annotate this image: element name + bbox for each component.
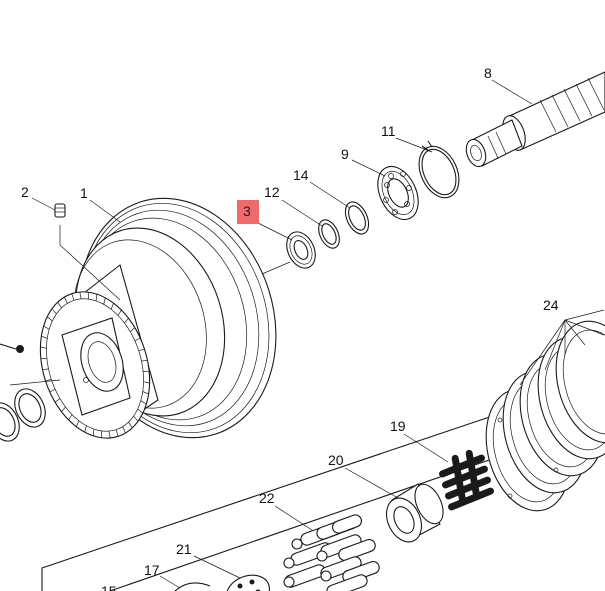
spline-tooth <box>76 420 80 427</box>
part-2-set-screw <box>54 203 66 218</box>
spline-tooth <box>40 346 47 349</box>
part-label-24: 24 <box>543 297 559 313</box>
part-label-8: 8 <box>484 65 492 81</box>
part-label-21: 21 <box>176 541 192 557</box>
spline-tooth <box>134 337 141 342</box>
part-9-ball-bearing <box>377 165 419 221</box>
spline-tooth <box>79 291 82 299</box>
spline-tooth <box>110 303 114 310</box>
part-3-highlight-box <box>237 200 259 224</box>
spline-tooth <box>143 381 150 384</box>
spline-tooth <box>142 391 149 395</box>
spline-tooth <box>54 398 61 403</box>
spline-tooth <box>115 429 119 437</box>
spline-tooth <box>122 426 126 434</box>
spline-tooth <box>42 368 49 371</box>
part-label-20: 20 <box>328 452 344 468</box>
spline-tooth <box>71 293 75 301</box>
spline-tooth <box>95 294 98 301</box>
spline-tooth <box>140 400 147 405</box>
part-labels: 3 1 2 8 9 11 12 14 15 17 19 20 21 22 24 <box>21 65 559 591</box>
spline-tooth <box>141 359 148 362</box>
spline-tooth <box>108 431 111 439</box>
part-22-pins <box>283 514 380 591</box>
part-label-3: 3 <box>243 203 251 219</box>
part-3-seal <box>286 231 316 269</box>
spline-tooth <box>45 378 52 382</box>
spline-tooth <box>46 316 53 322</box>
part-14-ring <box>344 201 370 235</box>
part-17-fragment <box>174 582 211 591</box>
spline-tooth <box>57 301 62 309</box>
spline-tooth <box>137 408 144 414</box>
spline-tooth <box>41 335 48 339</box>
spline-tooth <box>84 425 87 433</box>
spline-tooth <box>51 308 57 315</box>
part-8-shaft <box>465 71 605 168</box>
part-label-11: 11 <box>381 123 396 139</box>
part-21-carrier <box>226 574 270 591</box>
left-rings <box>0 379 61 442</box>
part-1-hub-housing <box>39 197 291 439</box>
spline-tooth <box>68 414 73 421</box>
part-label-19: 19 <box>390 418 406 434</box>
part-label-22: 22 <box>259 490 275 506</box>
part-24-disc-pack <box>485 309 605 512</box>
spline-tooth <box>128 421 133 429</box>
part-label-14: 14 <box>293 167 309 183</box>
spline-tooth <box>43 325 50 330</box>
spline-tooth <box>64 296 68 304</box>
spline-tooth <box>92 429 95 436</box>
part-label-9: 9 <box>341 146 349 162</box>
part-20-bushing <box>385 483 444 543</box>
spline-tooth <box>61 406 66 412</box>
spline-tooth <box>117 309 122 316</box>
part-label-17: 17 <box>144 562 160 578</box>
spline-tooth <box>49 388 56 393</box>
spline-tooth <box>129 327 136 332</box>
part-label-15: 15 <box>101 583 117 591</box>
spline-tooth <box>103 297 106 305</box>
part-11-snap-ring <box>418 140 460 199</box>
part-19-springs <box>439 449 494 511</box>
leader-lines <box>31 79 533 589</box>
spline-tooth <box>124 318 129 324</box>
spline-tooth <box>133 415 139 422</box>
part-label-2: 2 <box>21 184 29 200</box>
part-12-ring <box>318 219 340 249</box>
spline-tooth <box>138 348 145 352</box>
part-label-12: 12 <box>264 184 280 200</box>
part-label-1: 1 <box>80 185 88 201</box>
left-screw <box>0 343 24 353</box>
